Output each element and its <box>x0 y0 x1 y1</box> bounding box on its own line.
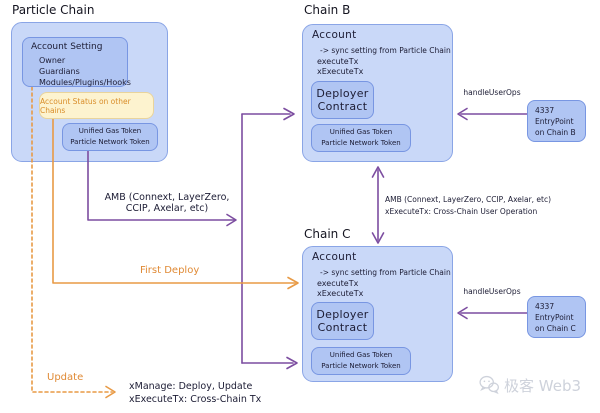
chain-b-executetx: executeTx <box>317 57 359 66</box>
chain-b-deployer-line1: Deployer <box>316 86 369 100</box>
handleuserops-c-arrowhead-icon <box>457 306 468 320</box>
account-status-label: Account Status on other Chains <box>40 96 131 115</box>
account-setting-item-modules: Modules/Plugins/Hooks <box>39 78 131 87</box>
chain-b-deployer-contract-box: Deployer Contract <box>311 81 374 119</box>
account-status-box: Account Status on other Chains <box>39 92 154 119</box>
chain-b-title: Chain B <box>304 3 351 17</box>
chain-c-deployer-line2: Contract <box>317 321 368 334</box>
chain-c-xexecutetx: xExecuteTx <box>317 289 364 298</box>
chain-c-entrypoint-line3: on Chain C <box>535 324 576 333</box>
particle-token-line1: Unified Gas Token <box>78 127 142 135</box>
chain-c-entrypoint-line1: 4337 <box>535 302 555 311</box>
watermark-text: 极客 Web3 <box>504 376 582 395</box>
chain-b-token-box: Unified Gas Token Particle Network Token <box>311 124 411 152</box>
amb-left-label-line1: AMB (Connext, LayerZero, <box>104 192 230 203</box>
update-note-line2: xExecuteTx: Cross-Chain Tx <box>129 393 262 405</box>
chain-c-title: Chain C <box>304 227 351 241</box>
watermark: 极客 Web3 <box>478 374 581 396</box>
amb-branch-chain-c-arrowhead-icon <box>286 356 298 370</box>
amb-left-label: AMB (Connext, LayerZero, CCIP, Axelar, e… <box>93 192 241 214</box>
amb-feeder-arrowhead-icon <box>226 213 237 227</box>
chain-b-token-line1: Unified Gas Token <box>329 128 393 136</box>
chain-c-executetx: executeTx <box>317 279 359 288</box>
chain-c-handleuserops-label: handleUserOps <box>463 287 521 296</box>
chain-c-token-box: Unified Gas Token Particle Network Token <box>311 347 411 375</box>
chain-c-account-title: Account <box>312 251 357 263</box>
amb-right-label-line2: xExecuteTx: Cross-Chain User Operation <box>385 207 538 216</box>
amb-left-label-line2: CCIP, Axelar, etc) <box>125 203 209 214</box>
update-note-line1: xManage: Deploy, Update <box>129 381 253 392</box>
account-setting-item-guardians: Guardians <box>39 67 80 76</box>
chain-c-token-line2: Particle Network Token <box>321 362 401 370</box>
first-deploy-label: First Deploy <box>140 265 200 276</box>
chain-c-deployer-line1: Deployer <box>316 307 369 321</box>
update-note: xManage: Deploy, Update xExecuteTx: Cros… <box>129 381 261 406</box>
chain-c-entrypoint-box: 4337 EntryPoint on Chain C <box>527 296 586 338</box>
particle-token-box: Unified Gas Token Particle Network Token <box>62 123 158 151</box>
chain-b-xexecutetx: xExecuteTx <box>317 67 364 76</box>
chain-b-deployer-line2: Contract <box>317 100 368 113</box>
chain-b-entrypoint-line1: 4337 <box>535 106 555 115</box>
wechat-icon <box>479 375 499 395</box>
chain-b-entrypoint-line2: EntryPoint <box>535 117 574 126</box>
account-setting-box: Account Setting Owner Guardians Modules/… <box>22 37 131 87</box>
chain-b-handleuserops-label: handleUserOps <box>463 88 521 97</box>
chain-b-token-line2: Particle Network Token <box>321 139 401 147</box>
chain-c-sync-note: -> sync setting from Particle Chain <box>320 268 451 277</box>
particle-chain-title: Particle Chain <box>12 3 95 17</box>
chain-b-account-title: Account <box>312 29 357 41</box>
double-arrow-down-arrowhead-icon <box>371 232 385 244</box>
handleuserops-b-arrowhead-icon <box>457 107 468 121</box>
chain-b-sync-note: -> sync setting from Particle Chain <box>320 46 451 55</box>
chain-b-entrypoint-line3: on Chain B <box>535 128 576 137</box>
double-arrow-up-arrowhead-icon <box>371 166 385 178</box>
account-setting-title: Account Setting <box>31 42 103 52</box>
particle-token-line2: Particle Network Token <box>70 138 150 146</box>
chain-b-entrypoint-box: 4337 EntryPoint on Chain B <box>527 100 586 142</box>
amb-branch-chain-b-arrowhead-icon <box>283 107 295 121</box>
update-label: Update <box>47 372 84 383</box>
chain-c-deployer-contract-box: Deployer Contract <box>311 302 374 340</box>
first-deploy-arrowhead-icon <box>287 276 299 290</box>
chain-c-entrypoint-line2: EntryPoint <box>535 313 574 322</box>
account-setting-item-owner: Owner <box>39 56 66 65</box>
chain-c-token-line1: Unified Gas Token <box>329 351 393 359</box>
update-arrowhead-icon <box>105 385 116 399</box>
amb-right-label: AMB (Connext, LayerZero, CCIP, Axelar, e… <box>385 194 551 218</box>
amb-right-label-line1: AMB (Connext, LayerZero, CCIP, Axelar, e… <box>385 195 552 204</box>
